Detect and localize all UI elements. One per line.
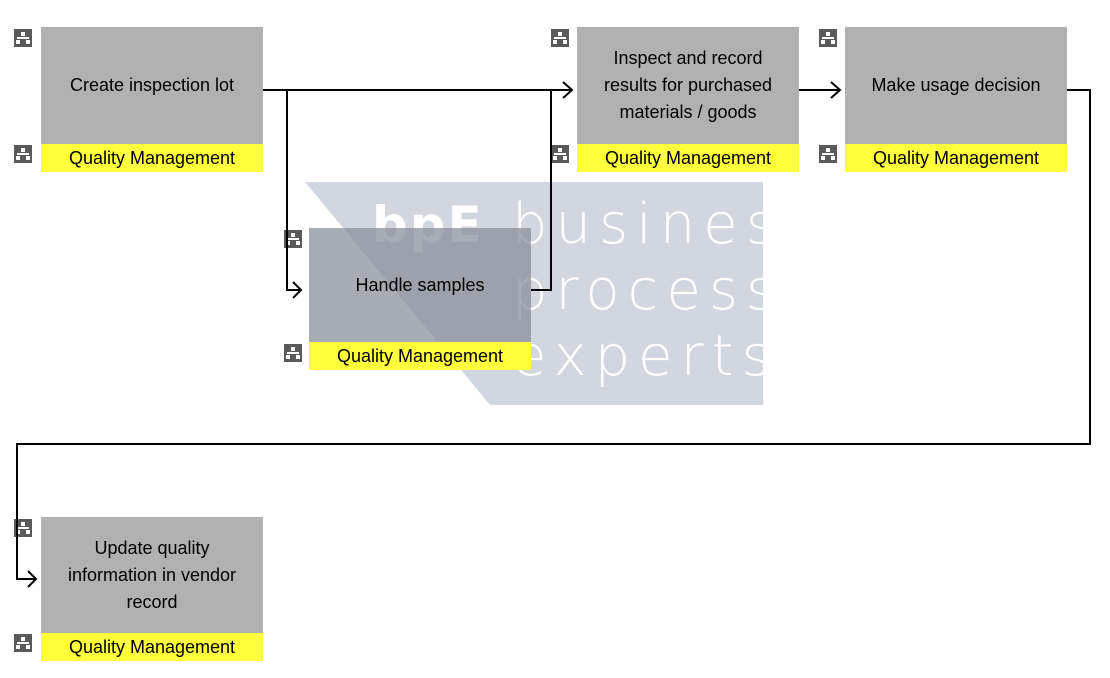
org-unit-lane: Quality Management (309, 342, 531, 370)
step-label: Create inspection lot (69, 75, 235, 95)
connector-decision-to-update (16, 89, 1091, 580)
watermark-line-process: process (512, 258, 784, 323)
org-unit-lane: Quality Management (845, 144, 1067, 172)
step-box-create-inspection-lot[interactable]: Create inspection lot (41, 27, 263, 144)
watermark-line-business: business (512, 192, 821, 257)
step-box-make-usage-decision[interactable]: Make usage decision (845, 27, 1067, 144)
org-unit-icon (551, 29, 569, 47)
org-unit-icon (819, 29, 837, 47)
org-unit-icon (284, 344, 302, 362)
org-unit-lane: Quality Management (577, 144, 799, 172)
step-label: Update quality information in vendor rec… (67, 537, 237, 612)
step-box-handle-samples[interactable]: Handle samples (309, 228, 531, 342)
org-unit-lane: Quality Management (41, 633, 263, 661)
org-unit-icon (14, 29, 32, 47)
arrowhead-update (27, 570, 38, 588)
step-box-inspect-and-record-results[interactable]: Inspect and record results for purchased… (577, 27, 799, 144)
arrowhead-decision (830, 81, 842, 99)
step-label: Make usage decision (871, 75, 1041, 95)
org-unit-icon (14, 634, 32, 652)
org-unit-icon (551, 145, 569, 163)
org-unit-icon (14, 145, 32, 163)
arrowhead-handle (292, 281, 303, 299)
org-unit-lane: Quality Management (41, 144, 263, 172)
step-label: Inspect and record results for purchased… (603, 48, 773, 122)
connector-create-to-handle (286, 90, 301, 291)
step-box-update-vendor-quality-info[interactable]: Update quality information in vendor rec… (41, 517, 263, 633)
watermark-panel (490, 182, 763, 405)
org-unit-icon (819, 145, 837, 163)
connector-handle-to-inspect (531, 90, 552, 291)
arrowhead-inspect (562, 81, 574, 99)
watermark-line-experts: experts (512, 324, 779, 389)
step-label: Handle samples (355, 274, 485, 295)
